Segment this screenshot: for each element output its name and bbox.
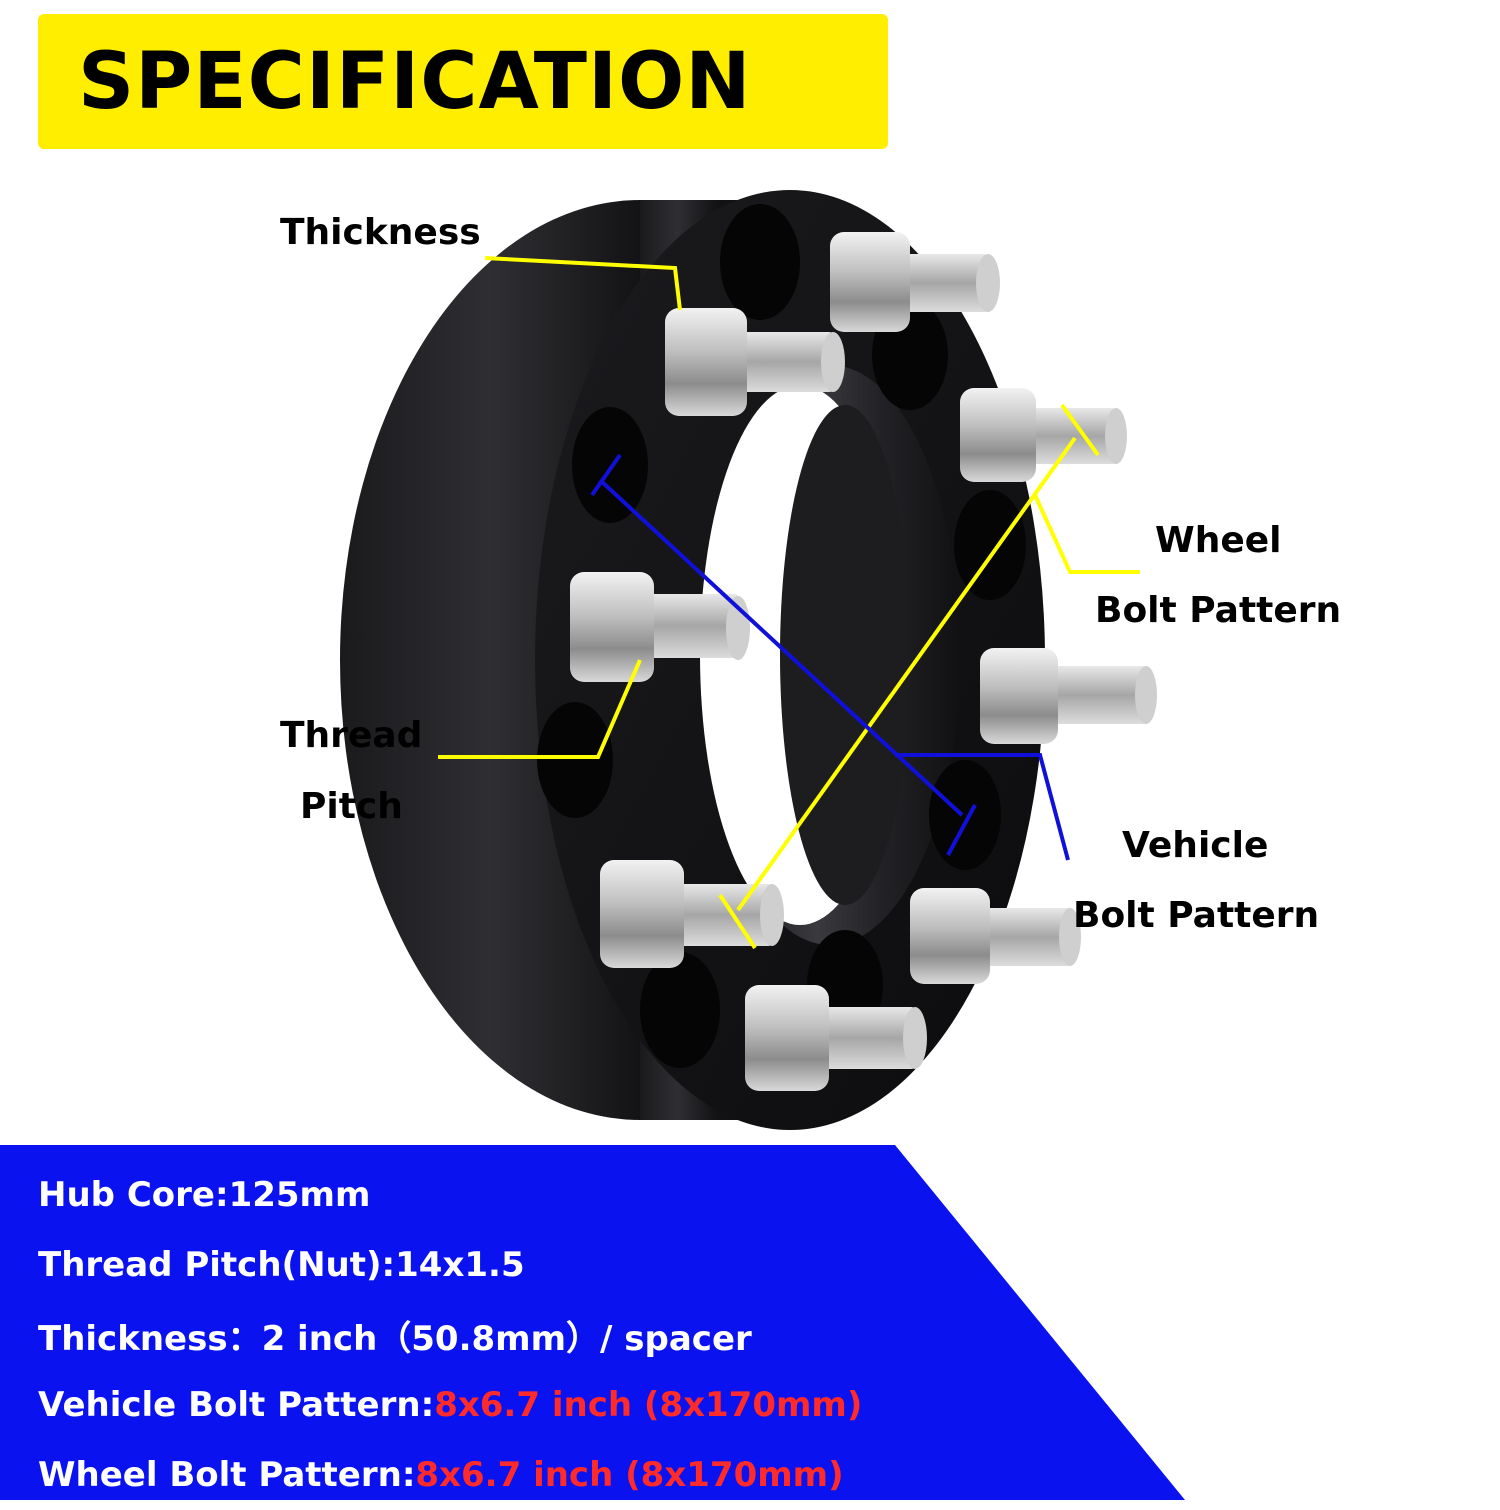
vehicle-bolt-pattern-leader	[598, 478, 964, 817]
spec-list: Hub Core:125mm Thread Pitch(Nut):14x1.5 …	[38, 1160, 862, 1510]
thread-pitch-label-line1: Thread	[280, 715, 423, 756]
spec-value: 125mm	[228, 1175, 371, 1215]
lug-nut	[665, 308, 845, 416]
spec-highlight-value: 8x6.7 inch (8x170mm)	[434, 1385, 863, 1425]
header-banner	[38, 14, 888, 149]
spec-label: Wheel Bolt Pattern:	[38, 1455, 416, 1495]
thread-pitch-label-line2: Pitch	[300, 786, 403, 827]
spec-label: Vehicle Bolt Pattern:	[38, 1385, 435, 1425]
thickness-leader	[484, 256, 682, 311]
spec-row-hub-core: Hub Core:125mm	[38, 1160, 862, 1230]
spec-row-thickness: Thickness： 2 inch（50.8mm）/ spacer	[38, 1300, 862, 1370]
lug-nut	[960, 388, 1127, 482]
thickness-label: Thickness	[280, 212, 481, 253]
spec-row-thread-pitch: Thread Pitch(Nut):14x1.5	[38, 1230, 862, 1300]
center-bore	[700, 365, 960, 945]
wheel-bolt-pattern-label-line1: Wheel	[1155, 520, 1282, 561]
wheel-bolt-pattern-leader	[736, 436, 1077, 912]
wheel-bolt-pattern-label-line2: Bolt Pattern	[1095, 590, 1342, 631]
lug-nut	[745, 985, 927, 1091]
lug-nuts	[570, 232, 1157, 1091]
spec-value: 14x1.5	[395, 1245, 525, 1285]
lug-nut	[910, 888, 1081, 984]
spec-label: Thread Pitch(Nut):	[38, 1245, 396, 1285]
vehicle-bolt-pattern-label-line1: Vehicle	[1122, 825, 1269, 866]
spec-value: 2 inch（50.8mm）/ spacer	[261, 1318, 752, 1359]
lug-nut	[830, 232, 1000, 332]
spec-highlight-value: 8x6.7 inch (8x170mm)	[415, 1455, 844, 1495]
spec-row-wheel-bolt-pattern: Wheel Bolt Pattern: 8x6.7 inch (8x170mm)	[38, 1440, 862, 1510]
spec-row-vehicle-bolt-pattern: Vehicle Bolt Pattern: 8x6.7 inch (8x170m…	[38, 1370, 862, 1440]
spec-panel	[0, 1145, 1185, 1500]
vehicle-bolt-pattern-label-line2: Bolt Pattern	[1073, 895, 1320, 936]
callout-lines	[438, 256, 1140, 950]
spec-label: Thickness：	[38, 1318, 262, 1359]
page-title: SPECIFICATION	[78, 36, 752, 127]
thread-pitch-leader	[438, 659, 642, 759]
spec-label: Hub Core:	[38, 1175, 229, 1215]
lug-nut	[570, 572, 750, 682]
lug-nut	[980, 648, 1157, 744]
